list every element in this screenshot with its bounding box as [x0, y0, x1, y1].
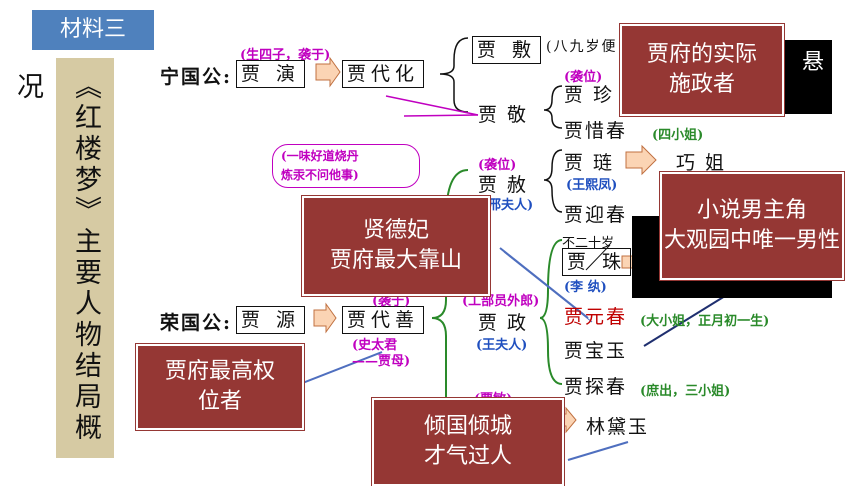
side-title-text: 《红楼梦》主要人物结局概况	[12, 72, 101, 444]
jia-mu: ——贾母)	[352, 354, 411, 369]
jia-lian: 贾 琏	[564, 152, 615, 174]
zhu-note: 不二十岁	[562, 236, 615, 251]
jia-zhen: 贾 珍	[564, 84, 615, 106]
jia-zhen-note: (袭位)	[564, 70, 603, 85]
wang-xifeng: (王熙凤)	[566, 178, 618, 193]
jia-daihua-box: 贾代化	[342, 60, 425, 88]
rongguo-label: 荣国公:	[160, 312, 233, 334]
jia-yan-box: 贾 演	[236, 60, 306, 88]
jia-jing: 贾 敬	[478, 104, 529, 126]
side-title-panel: 《红楼梦》主要人物结局概况	[12, 58, 114, 458]
jia-zheng: 贾 政	[478, 312, 529, 334]
jia-tanchun: 贾探春	[564, 376, 628, 398]
jia-fu-note: (八九岁便	[546, 39, 618, 55]
xing-furen: 邢夫人)	[488, 198, 534, 213]
jia-zheng-note: (工部员外郎)	[462, 294, 540, 309]
yuanchun-note: (大小姐，正月初一生)	[640, 314, 770, 329]
jia-fu-box: 贾 敷	[472, 36, 542, 64]
callout-jiazhen: 贾府的实际施政者	[619, 23, 785, 117]
jia-yuanchun: 贾元春	[564, 306, 628, 328]
jia-yuan-box: 贾 源	[236, 306, 306, 334]
jia-daishan-box: 贾代善	[342, 306, 425, 334]
ningguo-label: 宁国公:	[160, 66, 233, 88]
jia-yingchun: 贾迎春	[564, 204, 628, 226]
peek-text: 悬	[801, 50, 824, 75]
callout-baoyu: 小说男主角大观园中唯一男性	[659, 171, 845, 281]
qiao-jie: 巧 姐	[676, 152, 727, 174]
callout-yuanchun: 贤德妃贾府最大靠山	[301, 195, 491, 297]
ningguo-note: (生四子，袭于)	[240, 48, 331, 63]
tanchun-note: (庶出，三小姐)	[640, 384, 731, 399]
jia-xichun: 贾惜春	[564, 120, 628, 142]
slide-title: 材料三	[32, 10, 154, 50]
jia-baoyu: 贾宝玉	[564, 340, 628, 362]
shi-taijun: (史太君	[352, 338, 398, 353]
callout-daiyu: 倾国倾城才气过人	[371, 397, 565, 486]
jia-she-note: (袭位)	[478, 158, 517, 173]
rongguo-note: (袭于)	[372, 294, 411, 309]
xichun-note: (四小姐)	[652, 128, 704, 143]
callout-jiamu: 贾府最高权位者	[135, 343, 305, 431]
wang-furen: (王夫人)	[476, 338, 528, 353]
li-wan: (李 纨)	[564, 280, 607, 295]
jiajing-bubble: (一味好道烧丹炼汞不问他事)	[272, 144, 420, 188]
jia-she: 贾 赦	[478, 174, 529, 196]
jia-zhu-box: 贾 珠	[562, 248, 632, 276]
lin-daiyu: 林黛玉	[586, 416, 650, 438]
